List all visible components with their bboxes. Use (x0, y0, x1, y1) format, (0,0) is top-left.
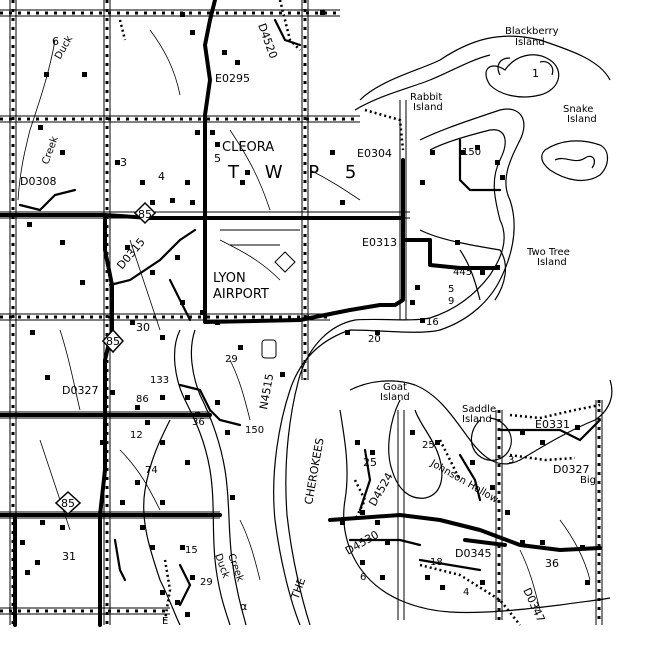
creek-label: Creek (40, 135, 60, 166)
island-label: Island (380, 392, 410, 403)
road-label: E0331 (535, 418, 570, 431)
section-lines (0, 0, 603, 625)
island-label: Goat (383, 382, 407, 393)
lake-label-the: THE (288, 576, 308, 602)
island-label: Island (567, 114, 597, 125)
creek-label: Big (580, 475, 596, 486)
town-label-airport: AIRPORT (213, 287, 269, 302)
section-number: 30 (136, 321, 150, 334)
house-number: 86 (136, 394, 149, 405)
island-label: Island (537, 257, 567, 268)
section-number: 25 (363, 456, 377, 469)
shield-label: 85 (61, 497, 75, 510)
local-roads (18, 18, 602, 607)
house-number: 15 (185, 545, 198, 556)
house-number: 4 (463, 587, 469, 598)
house-number: 445 (453, 267, 472, 278)
house-number: 29 (225, 354, 238, 365)
map-symbol: α (240, 600, 247, 613)
island-label: Two Tree (526, 247, 570, 258)
road-label: E0295 (215, 72, 250, 85)
island-label: Island (515, 37, 545, 48)
highway-85-shield-south: 85 (54, 490, 82, 516)
road-label: D4530 (343, 528, 381, 557)
section-number: 3 (120, 156, 127, 169)
shield-label: 85 (106, 335, 120, 348)
town-label-lyon: LYON (213, 271, 246, 286)
section-number: 4 (158, 170, 165, 183)
house-number: 5 (448, 284, 454, 295)
island-label: Island (462, 414, 492, 425)
county-roads-dotted (118, 0, 601, 626)
house-number: 133 (150, 375, 169, 386)
house-number: 9 (448, 296, 454, 307)
house-number: 18 (430, 557, 443, 568)
section-number: 5 (214, 152, 221, 165)
airport-symbol (220, 229, 300, 359)
house-number: 29 (200, 577, 213, 588)
house-number: 6 (360, 572, 366, 583)
house-number: 36 (192, 417, 205, 428)
road-label: D0315 (114, 236, 147, 272)
island-label: Snake (563, 104, 593, 115)
road-label: D0347 (520, 586, 547, 625)
road-label: D0327 (62, 384, 98, 397)
house-number: 12 (130, 430, 143, 441)
house-number: 3 (508, 455, 514, 466)
highway-85-shield-middle: 85 (101, 328, 125, 354)
road-label: E0313 (362, 236, 397, 249)
highways (0, 0, 602, 627)
island-label: Island (413, 102, 443, 113)
road-label: E0304 (357, 147, 392, 160)
road-label: D4524 (366, 470, 395, 508)
section-number: 31 (62, 550, 76, 563)
section-number: 1 (532, 67, 539, 80)
map-symbol: E (162, 616, 168, 627)
island-label: Rabbit (410, 92, 442, 103)
lake-label-cherokees: CHEROKEES (302, 437, 326, 506)
creek-label: Johnson Hollow (428, 458, 500, 506)
road-label: D0327 (553, 463, 589, 476)
lake-shoreline (143, 35, 613, 626)
island-label: Blackberry (505, 26, 559, 37)
highway-85-shield-north: 85 (133, 201, 157, 225)
road-label: D0345 (455, 547, 491, 560)
house-number: 25 (422, 440, 435, 451)
house-markers (20, 10, 590, 617)
house-number: 16 (426, 317, 439, 328)
road-label: D4520 (255, 22, 280, 61)
island-label: Saddle (462, 404, 496, 415)
house-number: 150 (245, 425, 264, 436)
section-number: 36 (545, 557, 559, 570)
house-number: 150 (462, 147, 481, 158)
town-label-cleora: CLEORA (222, 140, 274, 155)
township-label: T W P 5 (227, 162, 366, 183)
road-label: N4515 (257, 373, 276, 411)
house-number: 20 (368, 334, 381, 345)
road-label: D0308 (20, 175, 56, 188)
section-number: 6 (52, 35, 59, 48)
shield-label: 85 (138, 208, 152, 221)
house-number: 74 (145, 465, 158, 476)
